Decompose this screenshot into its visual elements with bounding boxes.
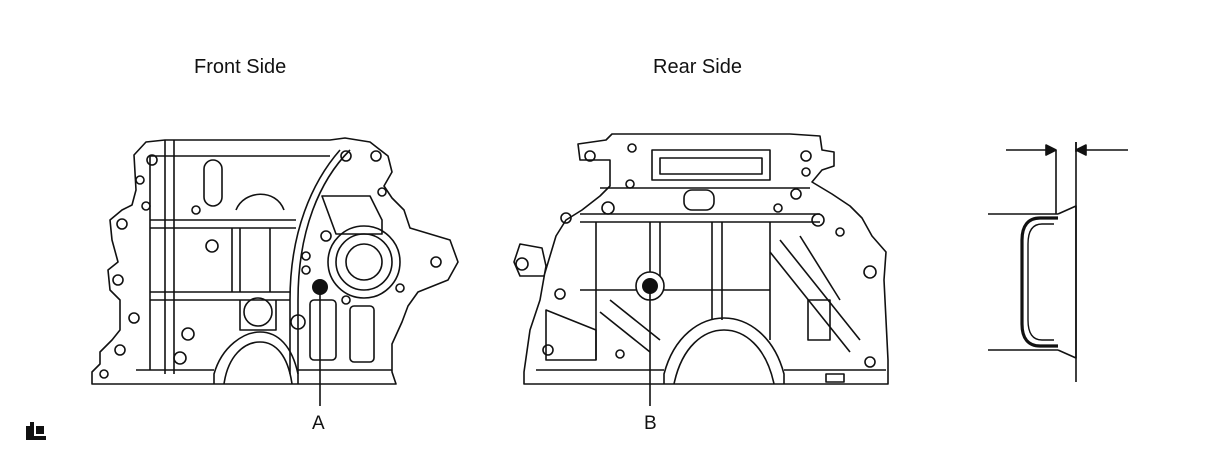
front-side-label: Front Side xyxy=(194,56,287,78)
callout-b-label: B xyxy=(644,413,657,434)
callout-a-label: A xyxy=(312,413,325,434)
rear-side-label: Rear Side xyxy=(653,56,742,78)
front-block-drawing xyxy=(91,137,459,406)
seal-cross-section-detail xyxy=(988,142,1128,382)
rear-block-drawing xyxy=(513,133,889,406)
sealant-applicator-icon xyxy=(26,422,46,440)
